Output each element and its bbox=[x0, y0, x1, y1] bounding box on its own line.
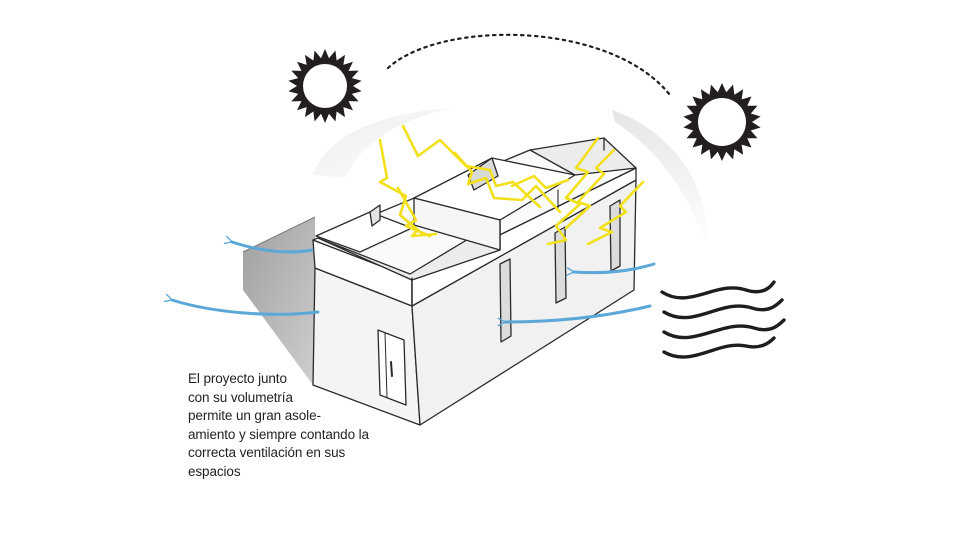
sunlight-rays bbox=[378, 124, 645, 246]
building-window bbox=[554, 226, 567, 304]
sun-ray bbox=[378, 138, 438, 238]
building-volume bbox=[312, 137, 637, 426]
caption-line: correcta ventilación en sus bbox=[188, 445, 346, 461]
solar-arc-left bbox=[312, 108, 452, 178]
ground-shadow-edge bbox=[242, 216, 316, 253]
sun-ray bbox=[453, 151, 562, 214]
ground-shadow bbox=[243, 217, 315, 385]
sun-path-dotted-arc bbox=[386, 33, 672, 97]
sun-ray bbox=[546, 136, 600, 246]
caption-line: amiento y siempre contando la bbox=[188, 426, 369, 442]
sun-ray bbox=[396, 186, 432, 238]
caption-line: espacios bbox=[188, 463, 241, 479]
sun-ray bbox=[586, 180, 645, 246]
wind-in-arrow bbox=[566, 262, 656, 276]
solar-arc-right bbox=[612, 110, 707, 245]
wind-out-arrow bbox=[163, 293, 320, 316]
wind-lines-icon bbox=[660, 280, 786, 359]
caption-line: El proyecto junto bbox=[188, 371, 287, 386]
sun-ray bbox=[564, 148, 616, 230]
caption-line: con su volumetría bbox=[188, 389, 293, 405]
building-window bbox=[499, 258, 512, 343]
diagram-caption: El proyecto junto con su volumetría perm… bbox=[188, 370, 418, 482]
sun-icon bbox=[288, 49, 362, 123]
caption-line: permite un gran asole- bbox=[188, 408, 321, 424]
wind-in-arrow bbox=[497, 304, 652, 327]
building-window bbox=[609, 199, 621, 272]
wind-out-arrow bbox=[223, 235, 314, 254]
ventilation-arrows bbox=[163, 235, 656, 327]
roof-box-side bbox=[369, 204, 381, 227]
sun-ray bbox=[510, 174, 570, 190]
sun-ray bbox=[401, 124, 542, 209]
sun-icon bbox=[683, 83, 761, 161]
